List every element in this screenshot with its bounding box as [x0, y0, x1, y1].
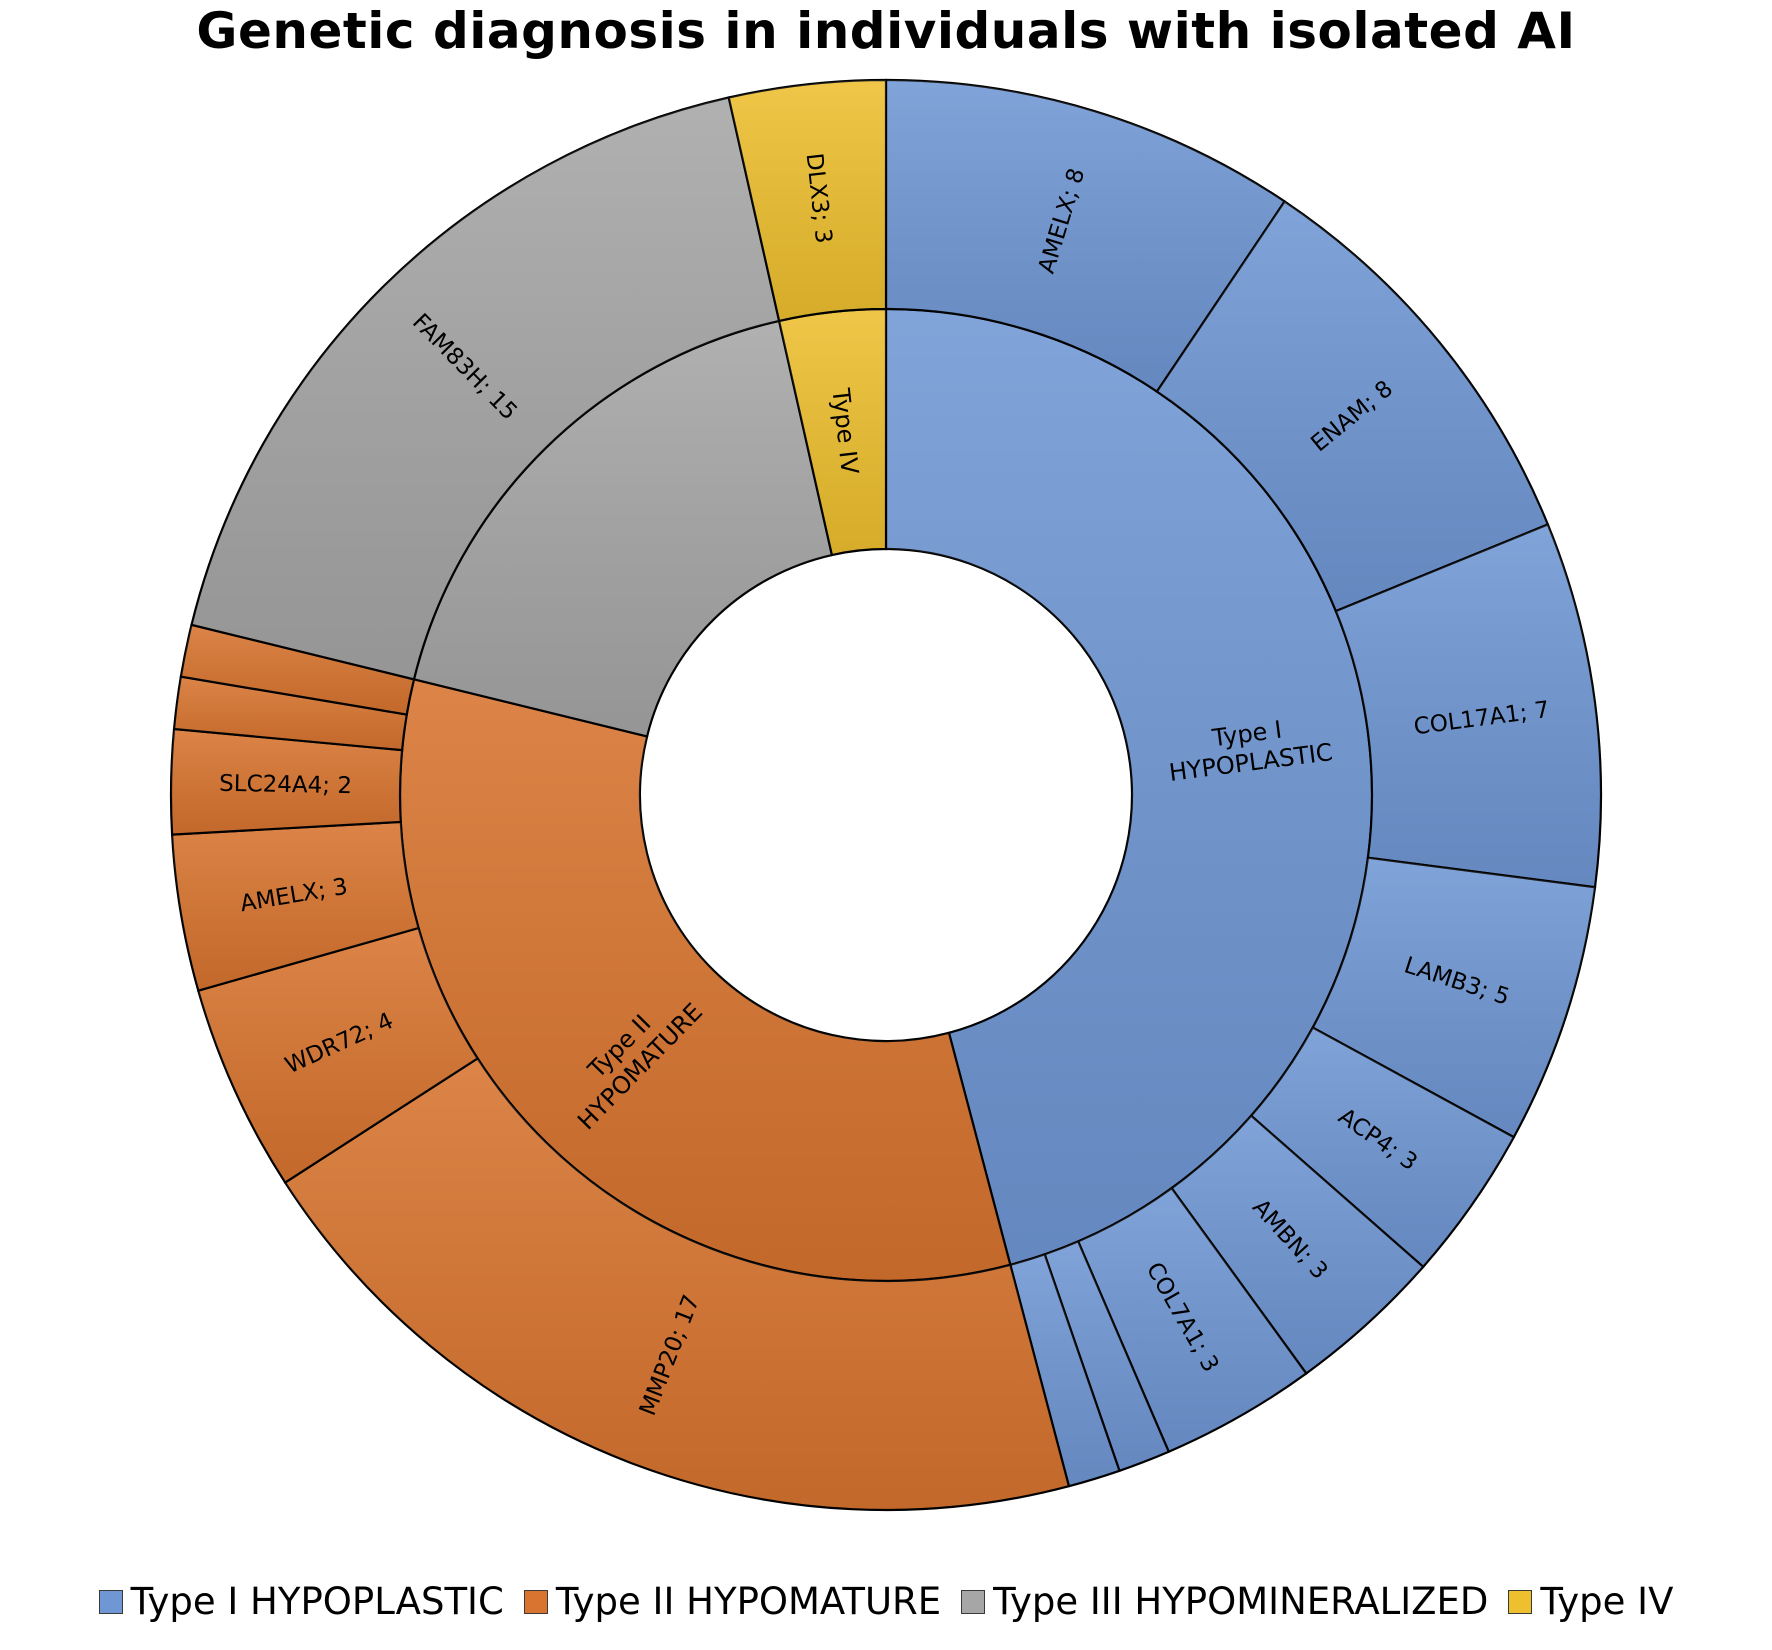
legend-item-type-iii-hypomineralized: Type III HYPOMINERALIZED [961, 1580, 1488, 1623]
outer-segment-type-ii-hypomature-mmp20-shade [285, 1058, 1069, 1510]
chart-title: Genetic diagnosis in individuals with is… [196, 2, 1576, 60]
outer-segment-type-i-hypoplastic-amelx-shade [886, 80, 1285, 392]
inner-segment-type-ii-hypomature-shade [399, 679, 1011, 1282]
outer-segment-type-ii-hypomature-amelx-shade [172, 821, 419, 991]
outer-segment-type-iv-dlx3-shade [728, 80, 886, 321]
outer-segment-type-i-hypoplastic-enam-shade [1156, 201, 1548, 612]
legend-swatch [523, 1589, 548, 1614]
legend-item-type-ii-hypomature: Type II HYPOMATURE [523, 1580, 942, 1623]
outer-segment-type-iii-hypomineralized-fam83h-shade [191, 97, 780, 680]
legend-item-type-i-hypoplastic: Type I HYPOPLASTIC [98, 1580, 504, 1623]
outer-segment-type-i-hypoplastic-col17a1-shade [1335, 524, 1602, 888]
outer-segment-type-i-hypoplastic-unlabeled-7-shade [1044, 1241, 1169, 1471]
legend-label: Type I HYPOPLASTIC [130, 1580, 504, 1623]
inner-segment-type-iii-hypomineralized-shade [413, 320, 832, 737]
legend-label: Type IV [1540, 1580, 1674, 1623]
outer-segment-type-i-hypoplastic-lamb3-shade [1312, 857, 1596, 1138]
legend-swatch [98, 1589, 123, 1614]
outer-label-type-ii-hypomature-slc24a4: SLC24A4; 2 [219, 771, 352, 799]
legend-swatch [1508, 1589, 1533, 1614]
inner-segment-type-i-hypoplastic-shade [886, 309, 1373, 1265]
outer-segment-type-ii-hypomature-unlabeled-5-shade [180, 624, 414, 715]
inner-segment-type-iv-shade [779, 309, 886, 556]
legend: Type I HYPOPLASTIC Type II HYPOMATURE Type… [0, 1580, 1772, 1623]
outer-segment-type-ii-hypomature-wdr72-shade [198, 928, 478, 1183]
legend-label: Type III HYPOMINERALIZED [993, 1580, 1489, 1623]
outer-segment-type-i-hypoplastic-ambn-shade [1171, 1115, 1424, 1374]
legend-item-type-iv: Type IV [1508, 1580, 1673, 1623]
outer-segment-type-i-hypoplastic-col7a1-shade [1078, 1188, 1307, 1452]
legend-label: Type II HYPOMATURE [555, 1580, 942, 1623]
outer-segment-type-ii-hypomature-slc24a4-shade [170, 729, 403, 835]
outer-segment-type-i-hypoplastic-unlabeled-8-shade [1010, 1254, 1120, 1487]
outer-segment-type-i-hypoplastic-acp4-shade [1251, 1027, 1514, 1267]
segments-layer [169, 78, 1603, 1512]
outer-segment-type-ii-hypomature-unlabeled-4-shade [174, 676, 407, 751]
legend-swatch [961, 1589, 986, 1614]
